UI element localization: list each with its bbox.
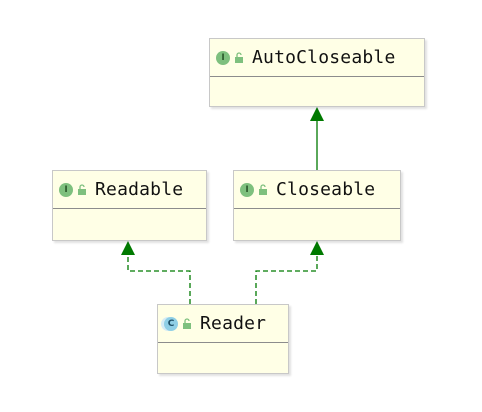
lock-icon xyxy=(183,317,191,329)
arrowhead-closeable xyxy=(310,241,324,255)
node-readable-label: Readable xyxy=(95,179,184,200)
node-autocloseable-label: AutoCloseable xyxy=(252,47,396,68)
node-readable-header: I Readable xyxy=(53,171,206,209)
arrowhead-autocloseable xyxy=(310,107,324,121)
node-reader[interactable]: C Reader xyxy=(157,304,289,374)
edge-reader-implements-closeable xyxy=(255,254,318,304)
node-readable[interactable]: I Readable xyxy=(52,170,207,241)
interface-icon: I xyxy=(59,182,73,197)
interface-icon: I xyxy=(216,50,230,65)
node-reader-label: Reader xyxy=(200,313,267,334)
node-reader-header: C Reader xyxy=(158,305,288,343)
class-icon: C xyxy=(164,316,178,331)
edge-reader-implements-readable xyxy=(127,254,191,304)
lock-icon xyxy=(259,183,267,195)
node-closeable[interactable]: I Closeable xyxy=(233,170,401,241)
node-autocloseable-header: I AutoCloseable xyxy=(210,39,424,77)
node-closeable-label: Closeable xyxy=(276,179,376,200)
node-autocloseable[interactable]: I AutoCloseable xyxy=(209,38,425,107)
node-closeable-header: I Closeable xyxy=(234,171,400,209)
interface-icon: I xyxy=(240,182,254,197)
arrowhead-readable xyxy=(121,241,135,255)
lock-icon xyxy=(78,183,86,195)
lock-icon xyxy=(235,51,243,63)
